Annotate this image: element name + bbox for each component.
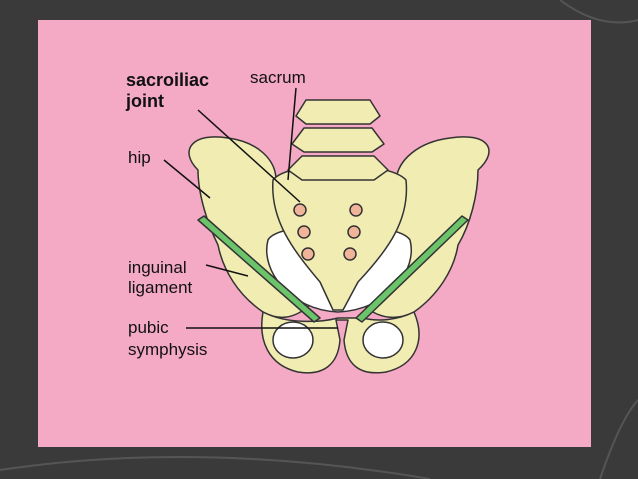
- label-sacroiliac-line2: joint: [126, 91, 164, 111]
- inguinal-pointer: [205, 264, 249, 277]
- left-obturator-foramen: [272, 321, 314, 359]
- sacroiliac-pointer: [197, 109, 301, 203]
- left-inguinal-ligament: [197, 215, 321, 323]
- label-pubic-line1: pubic: [128, 318, 169, 337]
- hip-pointer: [163, 159, 211, 199]
- label-inguinal-line2: ligament: [128, 278, 193, 297]
- pelvis-illustration: [163, 87, 490, 374]
- vertebra-2: [291, 127, 385, 153]
- label-hip: hip: [128, 148, 151, 167]
- sacral-foramen: [297, 225, 311, 239]
- sacral-foramen: [349, 203, 363, 217]
- right-inguinal-ligament: [355, 215, 469, 323]
- vertebra-1: [295, 99, 381, 125]
- diagram-panel: sacroiliac joint sacrum hip inguinal lig…: [38, 20, 591, 447]
- sacrum-pointer: [287, 87, 297, 181]
- sacral-foramen: [347, 225, 361, 239]
- right-obturator-foramen: [362, 321, 404, 359]
- label-sacrum: sacrum: [250, 68, 306, 87]
- sacral-foramen: [293, 203, 307, 217]
- label-sacroiliac-line1: sacroiliac: [126, 70, 210, 90]
- label-pubic-line2: symphysis: [128, 340, 208, 359]
- vertebra-3: [287, 155, 389, 181]
- sacral-foramen: [301, 247, 315, 261]
- sacral-foramen: [343, 247, 357, 261]
- label-inguinal-line1: inguinal: [128, 258, 187, 277]
